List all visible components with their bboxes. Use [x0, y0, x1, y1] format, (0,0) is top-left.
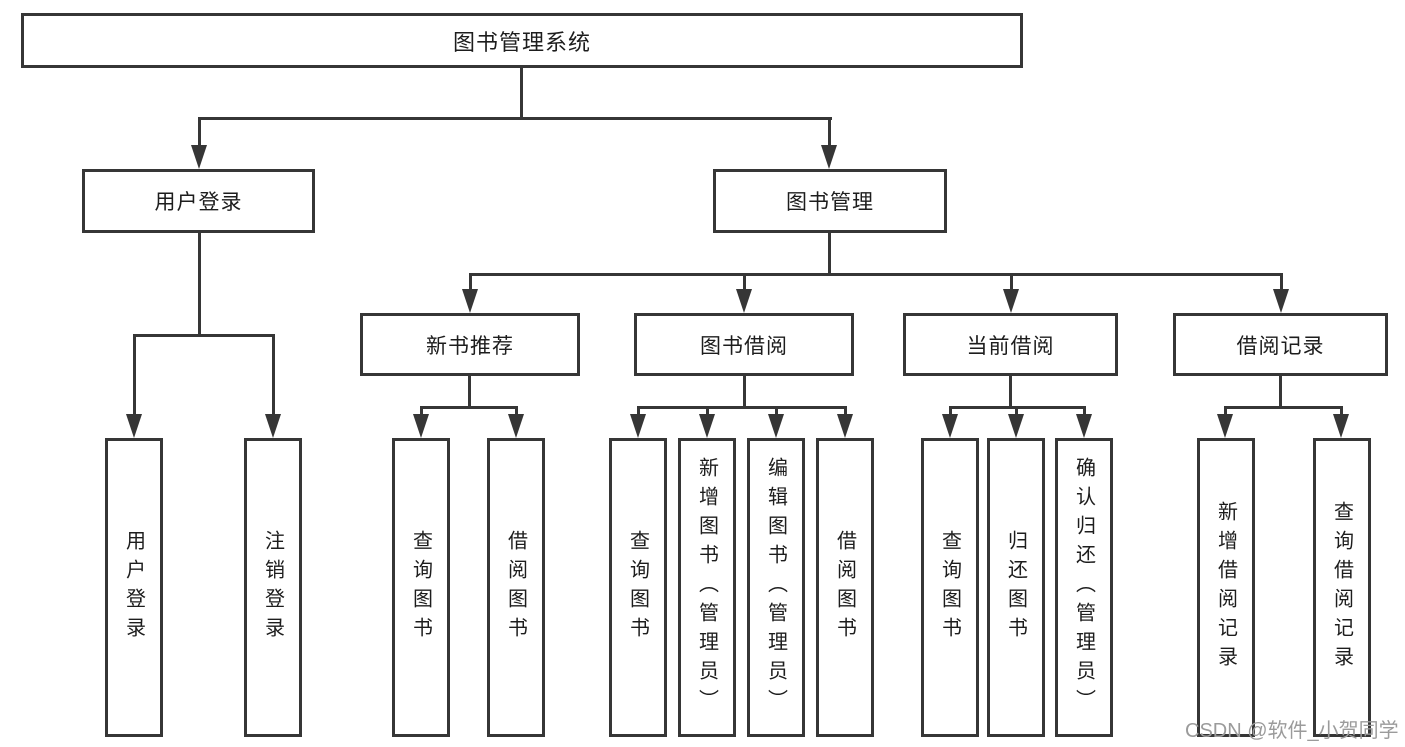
- edge-leaf-line: [1224, 406, 1227, 420]
- edge-book-mgmt-stem: [828, 231, 831, 276]
- arrow-down-icon: [1333, 414, 1349, 438]
- edge-to-leaf-user-login: [133, 334, 136, 418]
- edge-to-leaf-logout: [272, 334, 275, 418]
- arrow-down-icon: [821, 145, 837, 169]
- edge-leaf-line: [1015, 406, 1018, 420]
- edge-leaf-line: [420, 406, 423, 420]
- leaf-label: 查询借阅记录: [1330, 500, 1353, 675]
- edge-new-books-bar: [420, 406, 518, 409]
- node-current-borrow: 当前借阅: [903, 313, 1118, 376]
- arrow-down-icon: [1003, 289, 1019, 313]
- arrow-down-icon: [1008, 414, 1024, 438]
- node-library-system: 图书管理系统: [21, 13, 1023, 68]
- edge-leaf-line: [949, 406, 952, 420]
- leaf-label: 借阅图书: [504, 529, 527, 646]
- edge-book-borrow-bar: [637, 406, 847, 409]
- edge-leaf-line: [515, 406, 518, 420]
- node-user-login: 用户登录: [82, 169, 315, 233]
- node-borrow-records: 借阅记录: [1173, 313, 1388, 376]
- leaf-user-login: 用户登录: [105, 438, 163, 737]
- leaf-label: 借阅图书: [833, 529, 856, 646]
- leaf-label: 查询图书: [409, 529, 432, 646]
- leaf-label: 确认归还（管理员）: [1072, 457, 1095, 718]
- edge-new-books-stem: [468, 374, 471, 409]
- leaf-label: 新增借阅记录: [1214, 500, 1237, 675]
- edge-book-borrow-stem: [743, 374, 746, 409]
- edge-borrow-records-bar: [1224, 406, 1343, 409]
- arrow-down-icon: [265, 414, 281, 438]
- leaf-query-books-current: 查询图书: [921, 438, 979, 737]
- edge-level3-bar: [469, 273, 1283, 276]
- edge-leaf-line: [1340, 406, 1343, 420]
- leaf-borrow-books-borrow: 借阅图书: [816, 438, 874, 737]
- leaf-label: 查询图书: [626, 529, 649, 646]
- edge-to-current-borrow: [1010, 273, 1013, 293]
- edge-borrow-records-stem: [1279, 374, 1282, 409]
- edge-root-stem: [520, 67, 523, 120]
- watermark: CSDN @软件_小贺同学: [1185, 720, 1399, 742]
- edge-to-book-mgmt: [828, 117, 831, 149]
- edge-current-borrow-stem: [1009, 374, 1012, 409]
- edge-leaf-line: [844, 406, 847, 420]
- leaf-borrow-books-newbooks: 借阅图书: [487, 438, 545, 737]
- edge-leaf-line: [706, 406, 709, 420]
- edge-to-new-books: [469, 273, 472, 293]
- edge-to-book-borrow: [743, 273, 746, 293]
- arrow-down-icon: [1217, 414, 1233, 438]
- leaf-add-book-admin: 新增图书（管理员）: [678, 438, 736, 737]
- arrow-down-icon: [462, 289, 478, 313]
- leaf-label: 注销登录: [261, 529, 284, 646]
- edge-user-login-bar: [133, 334, 275, 337]
- arrow-down-icon: [942, 414, 958, 438]
- edge-leaf-line: [775, 406, 778, 420]
- arrow-down-icon: [699, 414, 715, 438]
- arrow-down-icon: [768, 414, 784, 438]
- leaf-query-borrow-record: 查询借阅记录: [1313, 438, 1371, 737]
- leaf-label: 用户登录: [122, 529, 145, 646]
- leaf-confirm-return-admin: 确认归还（管理员）: [1055, 438, 1113, 737]
- arrow-down-icon: [191, 145, 207, 169]
- arrow-down-icon: [1076, 414, 1092, 438]
- node-new-book-recommend: 新书推荐: [360, 313, 580, 376]
- arrow-down-icon: [508, 414, 524, 438]
- leaf-label: 归还图书: [1004, 529, 1027, 646]
- leaf-query-books-borrow: 查询图书: [609, 438, 667, 737]
- arrow-down-icon: [630, 414, 646, 438]
- edge-leaf-line: [1083, 406, 1086, 420]
- edge-to-user-login: [198, 117, 201, 149]
- arrow-down-icon: [736, 289, 752, 313]
- node-book-borrow: 图书借阅: [634, 313, 854, 376]
- leaf-return-books: 归还图书: [987, 438, 1045, 737]
- node-book-management: 图书管理: [713, 169, 947, 233]
- edge-leaf-line: [637, 406, 640, 420]
- arrow-down-icon: [126, 414, 142, 438]
- leaf-label: 查询图书: [938, 529, 961, 646]
- arrow-down-icon: [837, 414, 853, 438]
- arrow-down-icon: [413, 414, 429, 438]
- edge-level2-bar: [198, 117, 832, 120]
- edge-to-borrow-records: [1280, 273, 1283, 293]
- leaf-label: 新增图书（管理员）: [695, 457, 718, 718]
- leaf-add-borrow-record: 新增借阅记录: [1197, 438, 1255, 737]
- leaf-edit-book-admin: 编辑图书（管理员）: [747, 438, 805, 737]
- leaf-logout-login: 注销登录: [244, 438, 302, 737]
- leaf-query-books-newbooks: 查询图书: [392, 438, 450, 737]
- leaf-label: 编辑图书（管理员）: [764, 457, 787, 718]
- arrow-down-icon: [1273, 289, 1289, 313]
- edge-user-login-stem: [198, 231, 201, 337]
